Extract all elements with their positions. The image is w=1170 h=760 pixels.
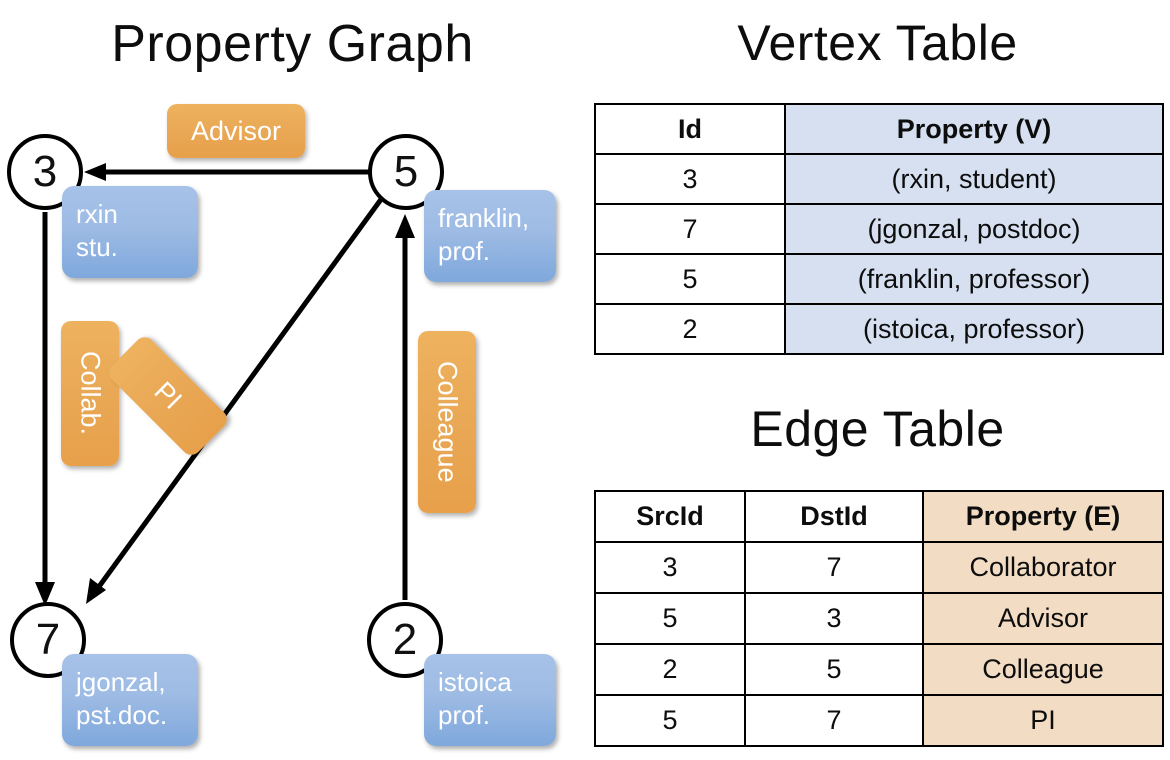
table-row: 3 7 Collaborator	[594, 541, 1164, 594]
cell-property: Colleague	[922, 643, 1164, 696]
vertex-property-box-istoica: istoica prof.	[424, 654, 556, 746]
cell-id: 7	[594, 203, 786, 255]
cell-dstid: 7	[744, 694, 924, 747]
table-row: 3 (rxin, student)	[594, 153, 1164, 205]
property-line-1: istoica	[438, 667, 512, 697]
vertex-id-label: 7	[35, 615, 61, 664]
edge-label-box-collab: Collab.	[61, 321, 119, 466]
graph-edges-svg	[35, 163, 415, 606]
edge-arrow-5-to-7-pi	[86, 196, 385, 604]
property-line-1: jgonzal,	[76, 667, 166, 697]
page-title-edge-table: Edge Table	[750, 401, 1005, 457]
cell-property: Collaborator	[922, 541, 1164, 594]
table-header-row: Id Property (V)	[594, 103, 1164, 155]
property-line-1: franklin,	[438, 203, 530, 233]
column-header-srcid: SrcId	[594, 490, 746, 543]
cell-property: (jgonzal, postdoc)	[784, 203, 1164, 255]
table-row: 7 (jgonzal, postdoc)	[594, 203, 1164, 255]
cell-id: 2	[594, 303, 786, 355]
edge-arrow-2-to-5-colleague	[395, 214, 415, 600]
vertex-table: Id Property (V) 3 (rxin, student) 7 (jgo…	[594, 103, 1164, 355]
column-header-property-e: Property (E)	[922, 490, 1164, 543]
property-line-2: prof.	[438, 699, 491, 730]
edge-arrow-3-to-7-collab	[35, 212, 55, 606]
property-line-2: stu.	[76, 231, 118, 262]
edge-table: SrcId DstId Property (E) 3 7 Collaborato…	[594, 490, 1164, 747]
vertex-id-label: 5	[393, 147, 419, 196]
cell-property: (franklin, professor)	[784, 253, 1164, 305]
property-line-2: prof.	[438, 235, 491, 266]
edge-label-text: PI	[148, 376, 188, 416]
vertex-id-label: 2	[392, 615, 418, 664]
cell-id: 3	[594, 153, 786, 205]
vertex-id-label: 3	[32, 147, 58, 196]
cell-srcid: 2	[594, 643, 746, 696]
vertex-property-box-rxin: rxin stu.	[62, 186, 198, 278]
column-header-property-v: Property (V)	[784, 103, 1164, 155]
column-header-dstid: DstId	[744, 490, 924, 543]
cell-id: 5	[594, 253, 786, 305]
cell-srcid: 5	[594, 694, 746, 747]
vertex-property-box-jgonzal: jgonzal, pst.doc.	[62, 654, 198, 746]
page-title-property-graph: Property Graph	[111, 15, 474, 73]
edge-label-text: Advisor	[190, 115, 282, 146]
column-header-id: Id	[594, 103, 786, 155]
page-title-vertex-table: Vertex Table	[737, 15, 1018, 71]
edge-label-box-advisor: Advisor	[167, 104, 305, 158]
graph-vertex-2[interactable]: 2	[367, 602, 443, 678]
cell-property: Advisor	[922, 592, 1164, 645]
vertex-property-box-franklin: franklin, prof.	[424, 190, 556, 282]
table-row: 5 (franklin, professor)	[594, 253, 1164, 305]
table-header-row: SrcId DstId Property (E)	[594, 490, 1164, 543]
property-line-1: rxin	[76, 199, 118, 229]
cell-srcid: 3	[594, 541, 746, 594]
table-row: 5 3 Advisor	[594, 592, 1164, 645]
cell-dstid: 3	[744, 592, 924, 645]
property-line-2: pst.doc.	[76, 699, 168, 730]
edge-label-text: Collab.	[75, 351, 106, 436]
property-graph-diagram: 3 5 7 2 rxin stu. franklin, prof. jgonza…	[7, 104, 556, 746]
table-row: 2 (istoica, professor)	[594, 303, 1164, 355]
edge-arrow-5-to-3-advisor	[84, 163, 370, 181]
cell-property: (rxin, student)	[784, 153, 1164, 205]
edge-label-box-colleague: Colleague	[418, 331, 476, 513]
table-row: 5 7 PI	[594, 694, 1164, 747]
cell-dstid: 7	[744, 541, 924, 594]
cell-property: PI	[922, 694, 1164, 747]
cell-srcid: 5	[594, 592, 746, 645]
cell-dstid: 5	[744, 643, 924, 696]
table-row: 2 5 Colleague	[594, 643, 1164, 696]
cell-property: (istoica, professor)	[784, 303, 1164, 355]
edge-label-text: Colleague	[432, 361, 463, 483]
